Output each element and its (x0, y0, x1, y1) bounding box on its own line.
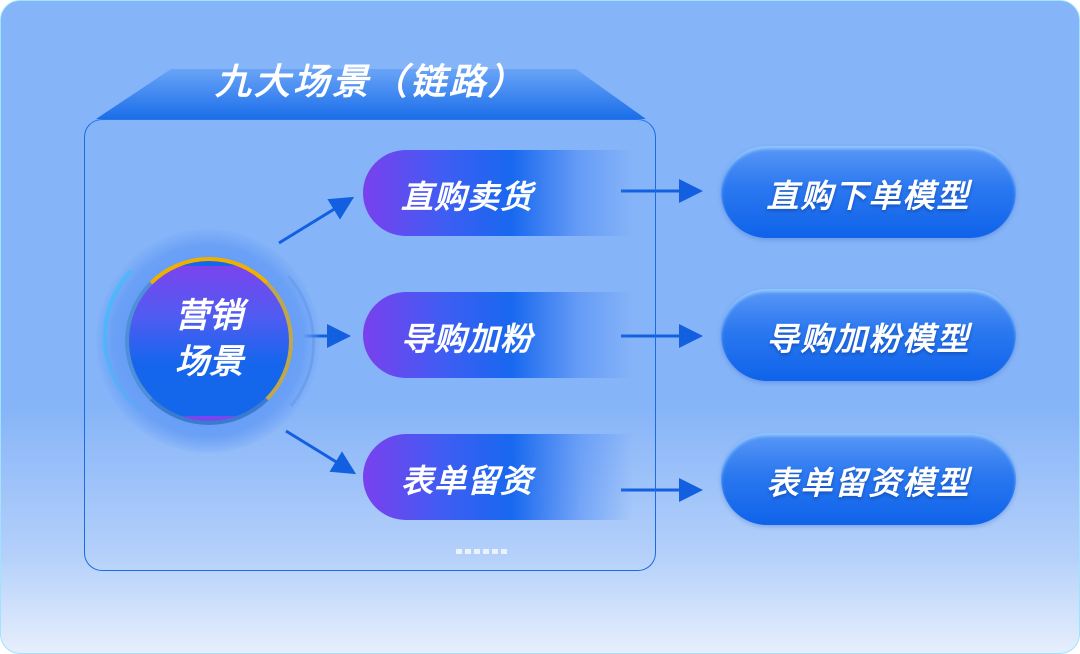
more-dots-icon (456, 549, 507, 554)
model-node: 表单留资模型 (721, 433, 1016, 525)
center-node (129, 261, 289, 421)
scenario-node: 直购卖货 (363, 150, 633, 236)
title-banner (96, 69, 646, 119)
scenario-frame (84, 119, 656, 571)
model-node: 直购下单模型 (721, 146, 1016, 238)
diagram-title: 九大场景（链路） (214, 62, 527, 103)
arrow-to-scenario-3 (285, 429, 357, 475)
arrow-to-scenario-1 (278, 196, 355, 245)
scenario-node: 表单留资 (363, 434, 633, 520)
center-ring (125, 257, 293, 425)
center-node-label: 营销 场景 (175, 296, 243, 382)
scenario-node: 导购加粉 (363, 292, 633, 378)
model-node: 导购加粉模型 (721, 289, 1016, 381)
